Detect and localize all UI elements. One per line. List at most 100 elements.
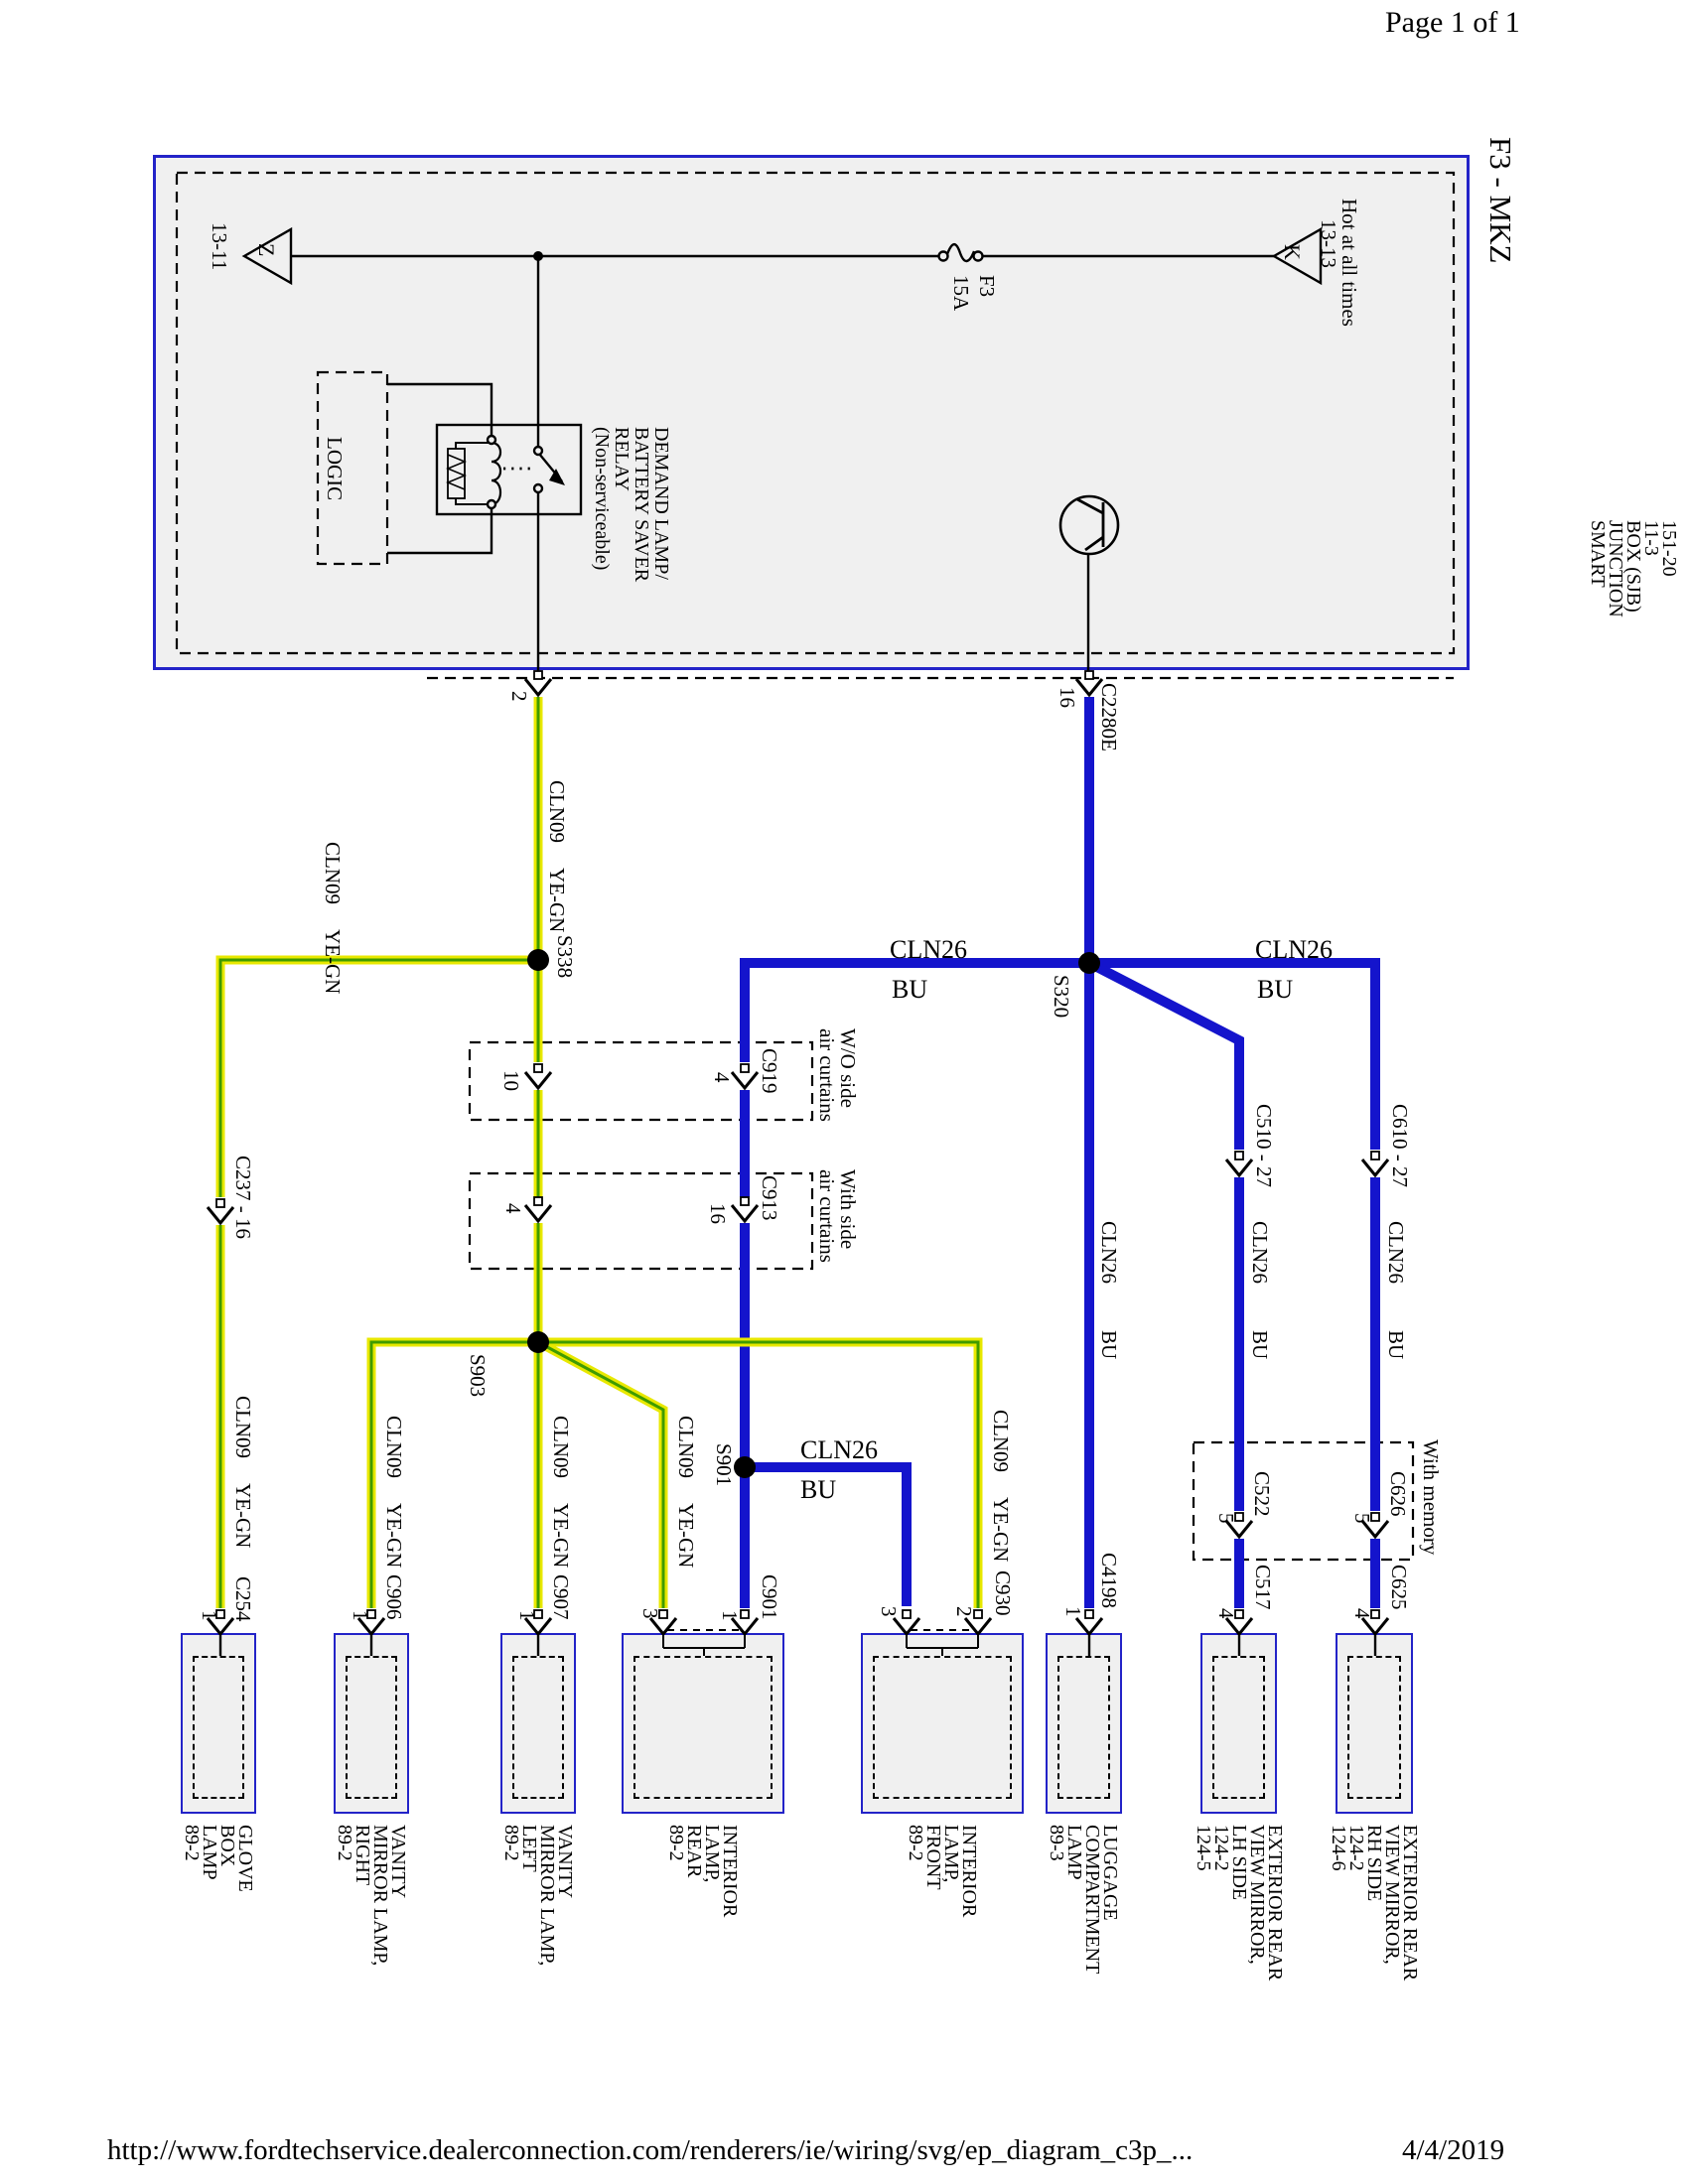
- connector-c2280e: C2280E: [1097, 683, 1121, 751]
- circuit-cln09: CLN09: [382, 1416, 406, 1478]
- grid-ref-hot: 13-13: [1317, 219, 1340, 268]
- circuit-cln09: CLN09: [674, 1416, 698, 1478]
- component-box-exterior-mirror-rh: [1336, 1633, 1413, 1814]
- pin-1: 1: [515, 1610, 539, 1621]
- sjb-label-line: 151-20: [1658, 520, 1680, 577]
- connector-c907: C907: [549, 1574, 573, 1620]
- grid-ref-out: 13-11: [208, 222, 231, 271]
- fuse-rating: 15A: [949, 275, 973, 312]
- circuit-cln26: CLN26: [1384, 1221, 1408, 1284]
- logic-label: LOGIC: [323, 437, 347, 501]
- wire-color-bu: BU: [1097, 1330, 1121, 1360]
- option-with-memory: With memory: [1419, 1439, 1443, 1556]
- component-inner-outline: [873, 1656, 1012, 1799]
- connector-arrows: [206, 670, 1390, 1637]
- circuit-cln26: CLN26: [1255, 935, 1333, 964]
- triangle-tag-k: K: [1280, 244, 1305, 260]
- component-inner-outline: [1212, 1656, 1265, 1799]
- component-box-interior-lamp-rear: [622, 1633, 784, 1814]
- component-label-vanity-mirror-left: VANITY MIRROR LAMP, LEFT 89-2: [500, 1825, 576, 1967]
- pin-4: 4: [710, 1072, 734, 1083]
- connector-c510: C510 - 27: [1252, 1104, 1276, 1187]
- dashed-outlines: [175, 171, 1456, 1631]
- component-box-interior-lamp-front: [861, 1633, 1024, 1814]
- component-label-luggage-lamp: LUGGAGE COMPARTMENT LAMP 89-3: [1046, 1825, 1121, 1975]
- pin-5: 5: [1214, 1513, 1238, 1524]
- component-label-interior-lamp-front: INTERIOR LAMP, FRONT 89-2: [905, 1825, 980, 1918]
- connector-c913: C913: [758, 1175, 781, 1221]
- component-inner-outline: [1347, 1656, 1401, 1799]
- pin-1: 1: [1061, 1606, 1085, 1617]
- pin-16: 16: [1055, 687, 1079, 708]
- wire-color-yegn: YE-GN: [989, 1497, 1013, 1563]
- circuit-cln26: CLN26: [890, 935, 967, 964]
- pin-4: 4: [1214, 1608, 1238, 1619]
- black-wires-and-symbols: [218, 226, 1377, 1656]
- connector-c254: C254: [231, 1576, 255, 1622]
- relay-label: DEMAND LAMP/ BATTERY SAVER RELAY (Non-se…: [591, 427, 672, 583]
- component-label-vanity-mirror-right: VANITY MIRROR LAMP, RIGHT 89-2: [334, 1825, 409, 1967]
- circuit-cln09: CLN09: [545, 780, 569, 843]
- footer-date: 4/4/2019: [1402, 2134, 1505, 2166]
- connector-c4198: C4198: [1097, 1553, 1121, 1609]
- connector-c626: C626: [1386, 1471, 1410, 1517]
- connector-c901: C901: [758, 1574, 781, 1620]
- component-box-vanity-mirror-right: [334, 1633, 409, 1814]
- blue-wires: [740, 697, 1380, 1608]
- splice-s901: S901: [712, 1443, 736, 1487]
- component-label-exterior-mirror-lh: EXTERIOR REAR VIEW MIRROR, LH SIDE 124-2…: [1193, 1825, 1286, 1981]
- circuit-cln26: CLN26: [1097, 1221, 1121, 1284]
- pin-2: 2: [952, 1606, 976, 1617]
- connector-c930: C930: [991, 1570, 1015, 1616]
- pin-4: 4: [501, 1203, 525, 1214]
- wire-color-bu: BU: [800, 1475, 837, 1504]
- wire-color-bu: BU: [1257, 975, 1294, 1004]
- component-box-glove-box-lamp: [181, 1633, 256, 1814]
- wire-color-yegn: YE-GN: [674, 1503, 698, 1569]
- splice-s320: S320: [1050, 975, 1073, 1019]
- component-inner-outline: [193, 1656, 244, 1799]
- wire-color-yegn: YE-GN: [545, 868, 569, 933]
- connector-c919: C919: [758, 1048, 781, 1094]
- fuse-name: F3: [975, 275, 999, 298]
- circuit-cln09: CLN09: [989, 1410, 1013, 1472]
- pin-4: 4: [1350, 1608, 1374, 1619]
- smart-junction-box: [153, 155, 1470, 670]
- splice-s903: S903: [466, 1354, 490, 1398]
- pin-1: 1: [349, 1610, 372, 1621]
- circuit-cln09: CLN09: [549, 1416, 573, 1478]
- pin-3: 3: [877, 1606, 901, 1617]
- connector-c237: C237 - 16: [231, 1156, 255, 1239]
- diagram-title: F3 - MKZ: [1483, 137, 1518, 264]
- wire-color-bu: BU: [1384, 1330, 1408, 1360]
- connector-c906: C906: [382, 1574, 406, 1620]
- pin-1: 1: [718, 1610, 742, 1621]
- splice-dots: [527, 251, 1100, 1478]
- wire-color-bu: BU: [1248, 1330, 1272, 1360]
- component-box-exterior-mirror-lh: [1200, 1633, 1277, 1814]
- component-box-vanity-mirror-left: [500, 1633, 576, 1814]
- pin-16: 16: [706, 1203, 730, 1224]
- pin-3: 3: [638, 1608, 662, 1619]
- pin-5: 5: [1350, 1513, 1374, 1524]
- circuit-cln09: CLN09: [231, 1396, 255, 1458]
- wire-color-yegn: YE-GN: [231, 1483, 255, 1549]
- connector-c517: C517: [1251, 1565, 1275, 1610]
- component-label-glove-box-lamp: GLOVE BOX LAMP 89-2: [181, 1825, 256, 1892]
- circuit-cln26: CLN26: [1248, 1221, 1272, 1284]
- component-box-luggage-lamp: [1046, 1633, 1122, 1814]
- option-wo-side-air-curtains: W/O side air curtains: [815, 1028, 860, 1122]
- circuit-cln09: CLN09: [321, 842, 345, 904]
- triangle-tag-z: Z: [254, 243, 279, 257]
- option-with-side-air-curtains: With side air curtains: [815, 1169, 860, 1263]
- component-inner-outline: [1057, 1656, 1110, 1799]
- component-inner-outline: [512, 1656, 564, 1799]
- pin-1: 1: [198, 1610, 221, 1621]
- pin-10: 10: [499, 1070, 523, 1091]
- connector-c625: C625: [1387, 1565, 1411, 1610]
- yellow-green-wires: [215, 697, 983, 1608]
- wire-color-yegn: YE-GN: [549, 1503, 573, 1569]
